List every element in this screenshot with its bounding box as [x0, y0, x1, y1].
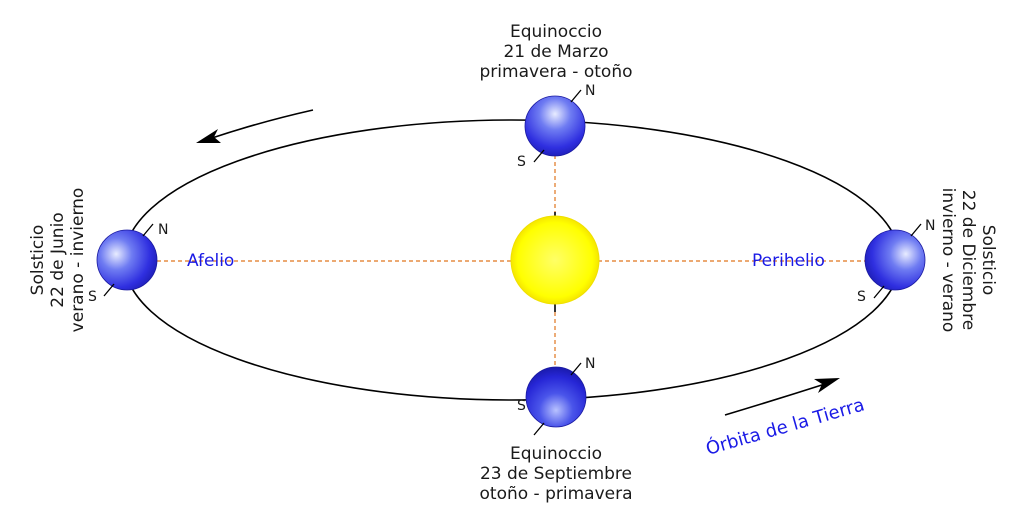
- sun-icon: [510, 215, 600, 305]
- south-label: S: [857, 289, 866, 305]
- june-title: Solsticio: [28, 225, 48, 296]
- north-label: N: [585, 83, 595, 99]
- september-date: 23 de Septiembre: [480, 464, 632, 484]
- earth-icon: [96, 229, 158, 291]
- south-axis-marker: [873, 285, 885, 299]
- december-season: invierno - verano: [938, 188, 958, 333]
- earth-september: N S: [517, 356, 595, 436]
- orbit-direction-arrow-top: [196, 109, 314, 143]
- earth-june: N S: [88, 222, 168, 305]
- earth-icon: [525, 366, 587, 428]
- north-axis-marker: [142, 223, 154, 237]
- north-axis-marker: [570, 89, 582, 103]
- june-season: verano - invierno: [68, 188, 88, 333]
- south-label: S: [517, 398, 526, 414]
- north-label: N: [585, 356, 595, 372]
- march-season: primavera - otoño: [480, 62, 633, 82]
- earth-icon: [864, 229, 926, 291]
- september-season: otoño - primavera: [480, 484, 633, 504]
- north-label: N: [158, 222, 168, 238]
- north-label: N: [925, 218, 935, 234]
- arrow-head-icon: [196, 129, 221, 143]
- perihelio-label: Perihelio: [752, 251, 825, 271]
- north-axis-marker: [910, 223, 922, 237]
- south-axis-marker: [103, 283, 115, 297]
- june-solstice-label: Solsticio 22 de Junio verano - invierno: [28, 188, 88, 333]
- south-axis-marker: [533, 422, 545, 436]
- earth-march: N S: [517, 83, 595, 170]
- september-title: Equinoccio: [510, 444, 602, 464]
- orbit-direction-arrow-bottom: [724, 378, 840, 416]
- orbit-label: Órbita de la Tierra: [703, 394, 867, 460]
- december-title: Solsticio: [978, 225, 998, 296]
- september-equinox-label: Equinoccio 23 de Septiembre otoño - prim…: [480, 444, 633, 504]
- march-title: Equinoccio: [510, 22, 602, 42]
- june-date: 22 de Junio: [48, 212, 68, 307]
- march-equinox-label: Equinoccio 21 de Marzo primavera - otoño: [480, 22, 633, 82]
- south-axis-marker: [533, 149, 545, 163]
- earth-december: N S: [857, 218, 935, 305]
- earth-icon: [524, 95, 586, 157]
- south-label: S: [88, 289, 97, 305]
- south-label: S: [517, 154, 526, 170]
- december-solstice-label: Solsticio 22 de Diciembre invierno - ver…: [938, 188, 998, 333]
- december-date: 22 de Diciembre: [958, 190, 978, 330]
- north-axis-marker: [570, 362, 582, 376]
- march-date: 21 de Marzo: [503, 42, 608, 62]
- arrow-head-icon: [814, 378, 840, 393]
- afelio-label: Afelio: [187, 251, 234, 271]
